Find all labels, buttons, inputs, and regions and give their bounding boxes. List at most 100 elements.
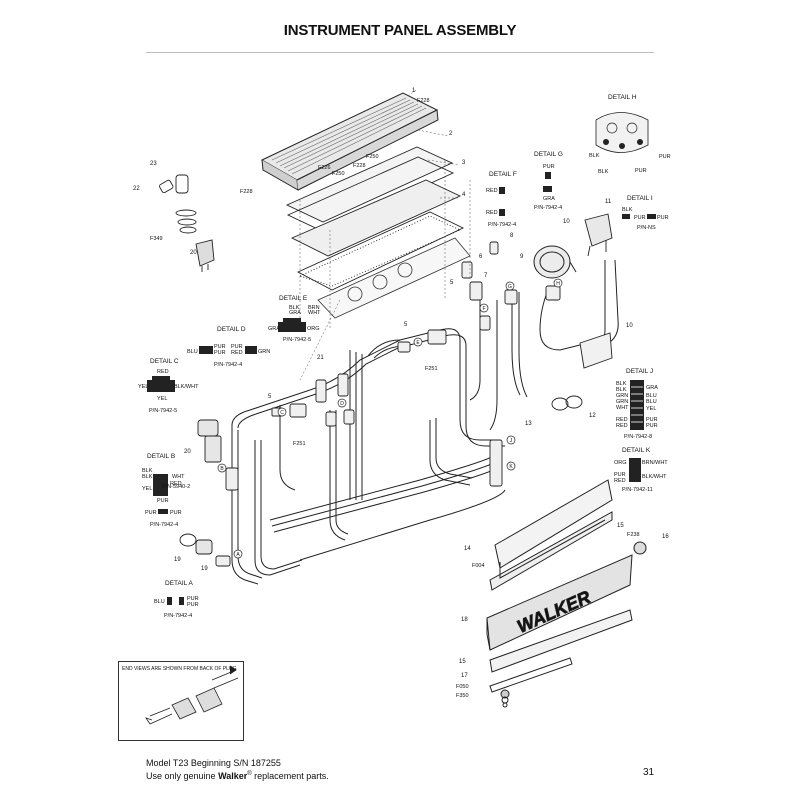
part-label-8: 8 <box>510 233 514 239</box>
detail-g: DETAIL G PUR GRA P/N-7942-4 <box>534 151 563 211</box>
svg-text:GRA: GRA <box>646 385 658 391</box>
svg-text:BLU: BLU <box>154 599 165 605</box>
part-label-21: 21 <box>317 355 324 361</box>
svg-text:BLK: BLK <box>622 207 633 213</box>
svg-text:PUR: PUR <box>214 344 226 350</box>
svg-text:F050: F050 <box>456 684 469 690</box>
svg-text:GRN: GRN <box>616 399 628 405</box>
svg-text:P/N-NS: P/N-NS <box>637 225 656 231</box>
svg-text:P/N-7942-11: P/N-7942-11 <box>622 487 653 493</box>
svg-text:GRA: GRA <box>268 326 280 332</box>
part-label-10: 10 <box>563 219 570 225</box>
svg-text:P/N-7942-4: P/N-7942-4 <box>150 522 178 528</box>
ignition-switch-bottom <box>179 419 222 555</box>
svg-text:P/N-7942-4: P/N-7942-4 <box>164 613 192 619</box>
svg-text:P/N-7942-5: P/N-7942-5 <box>283 337 311 343</box>
svg-text:P/N-7942-4: P/N-7942-4 <box>488 222 516 228</box>
svg-text:DETAIL E: DETAIL E <box>279 295 308 302</box>
svg-text:K: K <box>509 464 513 470</box>
svg-text:DETAIL J: DETAIL J <box>626 368 653 375</box>
ignition-switch-top <box>159 174 215 272</box>
svg-text:PUR: PUR <box>170 510 182 516</box>
svg-text:F: F <box>482 306 485 312</box>
svg-text:ORG: ORG <box>614 460 627 466</box>
svg-text:PUR: PUR <box>543 164 555 170</box>
detail-j: DETAIL J BLK BLK GRN GRN WHT RED RED GRA… <box>616 368 658 440</box>
part-label-18: 18 <box>461 617 468 623</box>
svg-text:PUR: PUR <box>646 423 658 429</box>
svg-text:GRN: GRN <box>616 393 628 399</box>
svg-text:G: G <box>508 284 512 290</box>
svg-text:BLK: BLK <box>616 387 627 393</box>
detail-a: DETAIL A BLU PUR PUR P/N-7942-4 <box>154 580 199 619</box>
svg-text:F226: F226 <box>318 165 331 171</box>
svg-text:H: H <box>556 281 560 287</box>
instrument-hood <box>260 92 439 191</box>
svg-text:GRA: GRA <box>289 310 301 316</box>
svg-text:C: C <box>280 410 284 416</box>
part-label-17: 17 <box>461 673 468 679</box>
part-label-14: 14 <box>464 546 471 552</box>
svg-text:PUR: PUR <box>214 350 226 356</box>
svg-text:P/N-7942-8: P/N-7942-8 <box>624 434 652 440</box>
panel-plates <box>285 146 465 291</box>
part-label-15: 15 <box>617 523 624 529</box>
end-view-note: END VIEWS ARE SHOWN FROM BACK OF PLUG <box>122 666 237 672</box>
svg-text:BLU: BLU <box>646 399 657 405</box>
svg-text:B: B <box>220 466 224 472</box>
part-label-19b: 19 <box>201 566 208 572</box>
svg-text:PUR: PUR <box>634 215 646 221</box>
part-label-15b: 15 <box>459 659 466 665</box>
detail-i: DETAIL I BLK PUR PUR P/N-NS <box>622 195 669 231</box>
leader-lines <box>299 89 471 381</box>
svg-text:WHT: WHT <box>616 405 629 411</box>
svg-text:PUR: PUR <box>657 215 669 221</box>
svg-text:F228: F228 <box>417 98 430 104</box>
svg-text:RED: RED <box>157 369 169 375</box>
detail-b: DETAIL B BLK BLK YEL RED WHT PUR P/N-594… <box>142 453 190 528</box>
svg-text:PUR: PUR <box>187 602 199 608</box>
svg-text:YEL: YEL <box>646 406 656 412</box>
part-label-10b: 10 <box>626 323 633 329</box>
svg-text:F350: F350 <box>456 693 469 699</box>
part-label-1: 1 <box>412 88 416 94</box>
svg-text:PUR: PUR <box>614 472 626 478</box>
fastener-labels: F228 F228 F250 F226 F250 F228 F349 F251 … <box>150 98 640 699</box>
svg-text:BLK/WHT: BLK/WHT <box>642 474 667 480</box>
svg-text:PUR: PUR <box>646 417 658 423</box>
svg-text:PUR: PUR <box>145 510 157 516</box>
svg-text:YEL: YEL <box>142 486 152 492</box>
svg-text:PUR: PUR <box>157 498 169 504</box>
svg-text:D: D <box>340 401 344 407</box>
detail-d: DETAIL D BLU PUR PUR PUR RED GRN P/N-794… <box>187 326 270 368</box>
svg-text:GRA: GRA <box>543 196 555 202</box>
part-label-20b: 20 <box>190 250 197 256</box>
part-label-11: 11 <box>605 199 612 205</box>
footer-model: Model T23 Beginning S/N 187255 <box>146 758 281 768</box>
svg-text:E: E <box>416 340 420 346</box>
svg-text:F228: F228 <box>353 163 366 169</box>
part-label-3: 3 <box>462 160 466 166</box>
part-11-switch <box>584 213 613 257</box>
part-label-16: 16 <box>662 534 669 540</box>
svg-text:DETAIL B: DETAIL B <box>147 453 175 460</box>
svg-text:F251: F251 <box>425 366 438 372</box>
svg-text:ORG: ORG <box>307 326 320 332</box>
part-label-12: 12 <box>589 413 596 419</box>
svg-text:YEL: YEL <box>157 396 167 402</box>
part-number-labels: 1 2 3 4 5 5 5 6 7 8 9 10 10 11 12 13 14 … <box>133 88 669 679</box>
part-label-4: 4 <box>462 192 466 198</box>
svg-text:RED: RED <box>231 350 243 356</box>
svg-text:BRN/WHT: BRN/WHT <box>642 460 668 466</box>
svg-text:BLK: BLK <box>142 474 153 480</box>
part-label-5c: 5 <box>450 280 454 286</box>
hour-meter-gauge <box>533 245 577 279</box>
part-label-2: 2 <box>449 131 453 137</box>
svg-text:RED: RED <box>486 210 498 216</box>
page-title: INSTRUMENT PANEL ASSEMBLY <box>283 22 517 39</box>
part-label-20: 20 <box>184 449 191 455</box>
bracket-10 <box>579 332 613 369</box>
svg-text:BLK: BLK <box>598 169 609 175</box>
footer-brand: Walker <box>218 771 248 781</box>
